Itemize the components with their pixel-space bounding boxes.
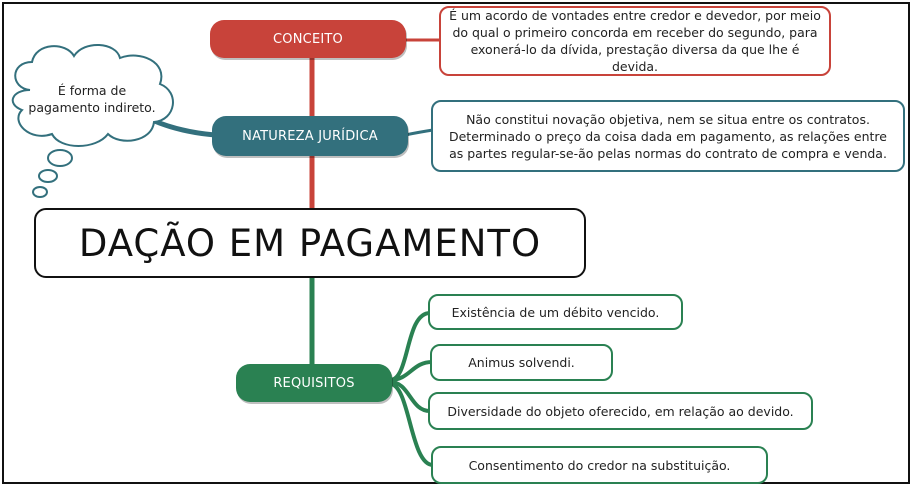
- main-title: DAÇÃO EM PAGAMENTO: [34, 208, 586, 278]
- requisito-text-3: Diversidade do objeto oferecido, em rela…: [447, 403, 794, 419]
- requisito-item-2: Animus solvendi.: [430, 344, 613, 381]
- requisitos-label: REQUISITOS: [273, 375, 355, 391]
- req-link-3: [389, 380, 431, 413]
- requisito-item-3: Diversidade do objeto oferecido, em rela…: [428, 392, 813, 430]
- requisito-item-1: Existência de um débito vencido.: [428, 294, 683, 330]
- natureza-box: Não constitui novação objetiva, nem se s…: [431, 100, 905, 172]
- conceito-text: É um acordo de vontades entre credor e d…: [449, 8, 821, 74]
- req-link-4: [389, 382, 434, 467]
- req-link-2: [389, 360, 433, 382]
- thought-cloud: [11, 43, 174, 198]
- cloud-text: É forma de pagamento indireto.: [28, 83, 156, 115]
- requisito-text-2: Animus solvendi.: [468, 355, 575, 370]
- requisito-text-4: Consentimento do credor na substituição.: [468, 457, 731, 473]
- conceito-box: É um acordo de vontades entre credor e d…: [439, 6, 831, 76]
- natureza-node[interactable]: NATUREZA JURÍDICA: [212, 116, 408, 156]
- natureza-link: [404, 128, 434, 137]
- requisitos-node[interactable]: REQUISITOS: [236, 364, 392, 402]
- conceito-node[interactable]: CONCEITO: [210, 20, 406, 58]
- natureza-label: NATUREZA JURÍDICA: [242, 128, 378, 144]
- requisito-text-1: Existência de um débito vencido.: [451, 304, 660, 320]
- requisito-item-4: Consentimento do credor na substituição.: [431, 446, 768, 484]
- cloud-link: [151, 117, 216, 138]
- natureza-text: Não constitui novação objetiva, nem se s…: [448, 111, 887, 161]
- conceito-label: CONCEITO: [273, 31, 343, 47]
